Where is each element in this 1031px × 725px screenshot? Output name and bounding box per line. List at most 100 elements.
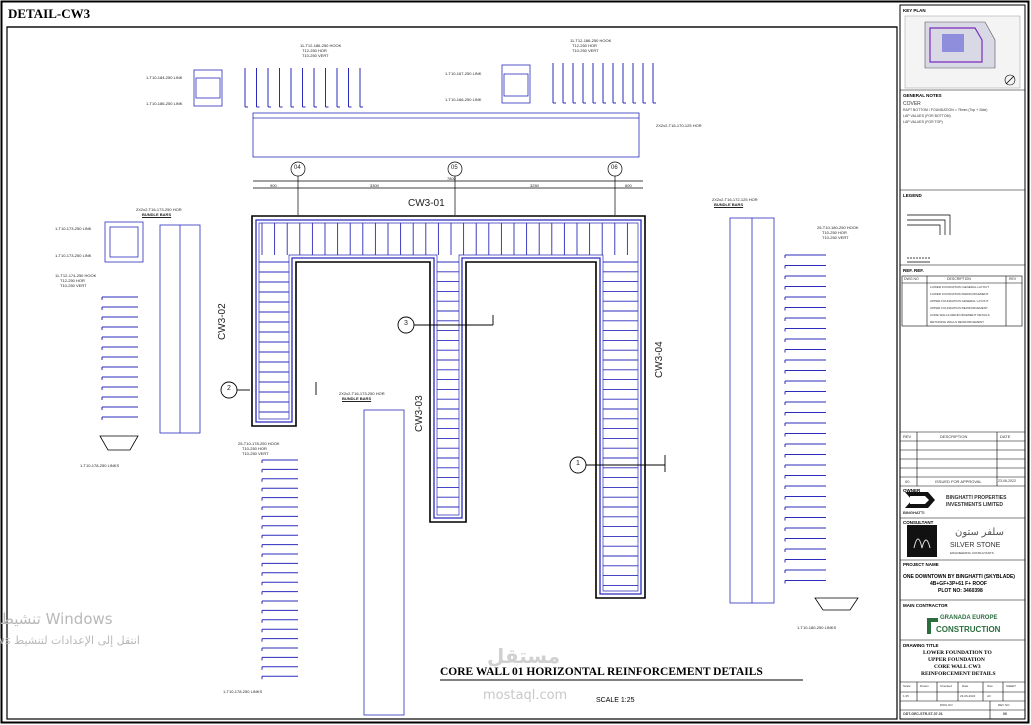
- callout-left-bars-2: T12-250 HOR: [60, 278, 85, 283]
- windows-watermark-line-2: انتقل إلى الإعدادات لتنشيط Windows.: [0, 634, 140, 647]
- footer-rev-label: REV NO: [998, 703, 1010, 707]
- contractor-line-2: CONSTRUCTION: [936, 625, 1001, 634]
- callout-left-link-1: 1-T10-173-250 LINK: [55, 226, 92, 231]
- general-notes-line-3: LAP VALUES (FOR BOTTOM): [903, 114, 951, 118]
- ref-col-desc: DESCRIPTION: [947, 277, 971, 281]
- project-label: PROJECT NAME: [903, 562, 939, 567]
- footer-size-value: A3: [987, 694, 991, 698]
- ref-row: LOWER FOUNDATION GENERAL LAYOUT: [930, 285, 990, 289]
- ref-row: LOWER FOUNDATION REINFORCEMENT: [930, 292, 989, 296]
- rev-row-description: ISSUED FOR APPROVAL: [935, 479, 982, 484]
- rev-col-desc: DESCRIPTION: [940, 434, 968, 439]
- consultant-subtitle: ENGINEERING CONSULTANTS: [950, 551, 994, 555]
- wall-label-cw3-03: CW3-03: [414, 395, 425, 432]
- consultant-arabic-name: سلفر ستون: [955, 527, 1004, 538]
- callout-mid-bars-1: 25-T10-178-250 HOOK: [238, 441, 280, 446]
- callout-right-bundle: BUNDLE BARS: [714, 202, 744, 207]
- callout-left-long: 2X2x2-T16-173-250 HOR: [136, 207, 182, 212]
- ref-row: UPPER FOUNDATION REINFORCEMENT: [930, 306, 988, 310]
- title-block-frame: [900, 89, 1025, 719]
- grid-dim-4: 600: [625, 183, 632, 188]
- ref-row: RETAINING WALLS REINFORCEMENT: [930, 320, 985, 324]
- scale-label: SCALE 1:25: [596, 697, 635, 704]
- callout-right-bottom: 1-T10-180-250 LINKS: [797, 625, 837, 630]
- callout-mid-long: 2X2x2-T16-173-250 HOR: [339, 391, 385, 396]
- footer-col: Date: [962, 684, 969, 688]
- site-watermark: mostaql.com: [483, 688, 568, 703]
- footer-dwg-label: DWG NO: [940, 703, 953, 707]
- left-details: [99, 217, 859, 716]
- legend-label: LEGEND: [903, 193, 922, 198]
- sheet-title: DETAIL-CW3: [8, 6, 91, 21]
- drawing-title-3: CORE WALL CW3: [934, 664, 981, 670]
- footer-col: Size: [987, 684, 993, 688]
- footer-col: Checked: [940, 684, 952, 688]
- general-notes-line-2: RAFT BOTTOM / FOUNDATION = 75mm (Top + S…: [903, 108, 988, 112]
- drawing-title-2: UPPER FOUNDATION: [928, 657, 985, 663]
- silverstone-logo: [907, 525, 937, 557]
- grid-dim-1: 900: [270, 183, 277, 188]
- grid-bubble-05: 05: [451, 165, 458, 171]
- grid-dim-3: 3250: [530, 183, 539, 188]
- project-line-3: PLOT NO: 3460398: [938, 588, 983, 594]
- callout-top-bars-1: 11-T12-186-250 HOOK: [300, 43, 342, 48]
- callout-top-right-bars-1: 11-T12-186-250 HOOK: [570, 38, 612, 43]
- top-elevation: [193, 64, 640, 158]
- legend-graphic: [907, 214, 951, 263]
- callout-top-link-2: 1-T10-186-250 LINK: [146, 101, 183, 106]
- core-wall-plan: [251, 215, 646, 599]
- callout-top-bars-2: T12-250 HOR: [302, 48, 327, 53]
- consultant-label: CONSULTANT: [903, 520, 934, 525]
- footer-date-value: 23-06-2022: [960, 694, 976, 698]
- owner-logo-text: BINGHATTI: [903, 510, 925, 515]
- callout-left-link-2: 1-T10-173-250 LINK: [55, 253, 92, 258]
- ref-col-dwg: DWG NO: [904, 277, 919, 281]
- section-marker-3: 3: [404, 320, 408, 327]
- grid-bubble-06: 06: [611, 165, 618, 171]
- general-notes-label: GENERAL NOTES: [903, 93, 942, 98]
- site-watermark-arabic: مستقل: [487, 644, 561, 668]
- callout-left-bundle: BUNDLE BARS: [142, 212, 172, 217]
- footer-scale-value: 1:25: [903, 694, 909, 698]
- key-plan-label: KEY PLAN: [903, 8, 926, 13]
- drawing-title-1: LOWER FOUNDATION TO: [923, 650, 992, 656]
- wall-label-cw3-02: CW3-02: [217, 303, 228, 340]
- callout-left-bars-3: T10-250 VERT: [60, 283, 87, 288]
- project-line-1: ONE DOWNTOWN BY BINGHATTI (SKYBLADE): [903, 574, 1015, 580]
- grid-dim-2: 3300: [370, 183, 379, 188]
- callout-top-mid-link-1: 1-T10-167-250 LINK: [445, 71, 482, 76]
- callout-right-bars-3: T10-250 VERT: [822, 235, 849, 240]
- rev-row-date: 23-06-2022: [998, 479, 1016, 483]
- grid-dim-total: 7800: [447, 176, 456, 181]
- footer-dwg-number: ODT-GEC-STR-ST-07-01: [903, 712, 943, 716]
- owner-label: OWNER: [903, 488, 921, 493]
- binghatti-logo: [905, 492, 935, 508]
- footer-col: SHEET: [1006, 684, 1017, 688]
- ref-row: CORE WALLS REINFORCEMENT DETAILS: [930, 313, 990, 317]
- footer-col: Scale: [903, 684, 911, 688]
- key-plan-image: [904, 15, 1021, 89]
- callout-top-link-1: 1-T10-184-250 LINK: [146, 75, 183, 80]
- callout-right-bars-1: 25-T10-180-250 HOOK: [817, 225, 859, 230]
- ref-table-label: REF. REF.: [903, 268, 924, 273]
- grid-bubble-04: 04: [294, 165, 301, 171]
- callout-left-bottom: 1-T10-178-250 LINKS: [80, 463, 120, 468]
- contractor-label: MAIN CONTRACTOR: [903, 603, 948, 608]
- contractor-line-1: GRANADA EUROPE: [940, 615, 998, 621]
- granada-logo: [927, 618, 938, 634]
- owner-name: BINGHATTI PROPERTIES INVESTMENTS LIMITED: [946, 495, 1007, 508]
- callout-top-long-bar: 2X2x2-T16-170-125 HOR: [656, 123, 702, 128]
- callout-top-mid-link-2: 1-T10-166-250 LINK: [445, 97, 482, 102]
- general-notes-line-1: COVER: [903, 101, 921, 107]
- rev-row-number: 00: [905, 479, 910, 484]
- wall-label-cw3-01: CW3-01: [408, 198, 445, 209]
- rev-col-rev: REV: [903, 434, 912, 439]
- callout-mid-bundle: BUNDLE BARS: [342, 396, 372, 401]
- section-markers: [220, 315, 666, 474]
- main-caption: CORE WALL 01 HORIZONTAL REINFORCEMENT DE…: [440, 666, 763, 678]
- callout-top-right-bars-2: T12-250 HOR: [572, 43, 597, 48]
- callout-mid-bars-2: T10-250 HOR: [242, 446, 267, 451]
- callout-top-right-bars-3: T10-250 VERT: [572, 48, 599, 53]
- footer-rev-number: 00: [1003, 712, 1007, 716]
